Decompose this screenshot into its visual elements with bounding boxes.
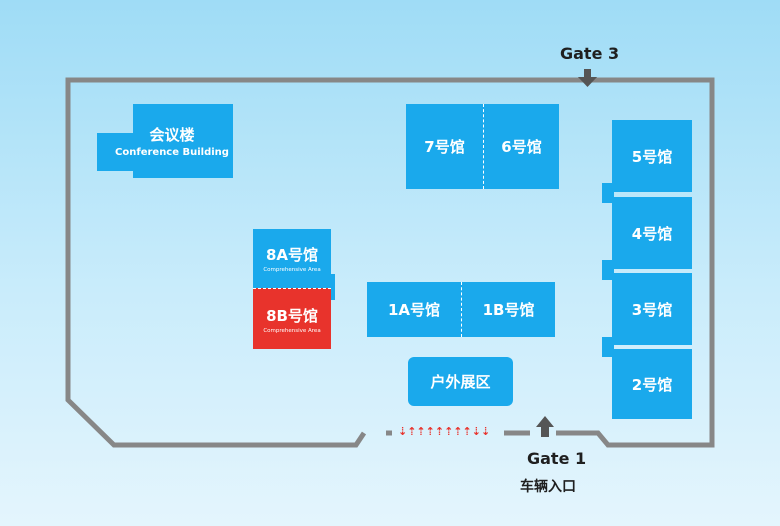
hall-1a-label: 1A号馆	[387, 301, 441, 319]
gate-1-sublabel: 车辆入口	[520, 479, 576, 495]
up-arrow-icon	[536, 416, 554, 437]
hall-4-label: 4号馆	[631, 224, 673, 243]
hall-7[interactable]: 7号馆	[406, 104, 483, 189]
hall-2-label: 2号馆	[631, 375, 673, 394]
hall-5-label: 5号馆	[631, 147, 673, 166]
hall-6-label: 6号馆	[501, 138, 542, 156]
hall-8b[interactable]: 8B号馆 Comprehensive Area	[253, 288, 331, 349]
hall-5-connector	[602, 183, 614, 203]
gate-3-label: Gate 3	[560, 44, 620, 63]
hall-3-connector	[602, 337, 614, 357]
hall-7-label: 7号馆	[424, 138, 465, 156]
hall-8a-sublabel: Comprehensive Area	[263, 267, 321, 273]
hall-1a[interactable]: 1A号馆	[367, 282, 461, 337]
hall-5[interactable]: 5号馆	[612, 120, 692, 192]
hall-1b[interactable]: 1B号馆	[461, 282, 555, 337]
conference-building-labels: 会议楼 Conference Building	[97, 124, 247, 158]
hall-2[interactable]: 2号馆	[612, 349, 692, 419]
outdoor-area-label: 户外展区	[430, 373, 491, 391]
conference-name-cn: 会议楼	[149, 126, 195, 144]
hall-8a[interactable]: 8A号馆 Comprehensive Area	[253, 229, 331, 288]
hall-8b-sublabel: Comprehensive Area	[263, 327, 321, 334]
hall-6[interactable]: 6号馆	[483, 104, 559, 189]
hall-8a-label: 8A号馆	[265, 246, 319, 264]
hall-3-label: 3号馆	[631, 300, 673, 319]
hall-1b-label: 1B号馆	[482, 301, 535, 319]
hall-8a-connector	[329, 274, 335, 300]
down-arrow-icon	[578, 69, 597, 87]
hall-8b-label: 8B号馆	[266, 306, 318, 325]
hall-4-connector	[602, 260, 614, 280]
hall-3[interactable]: 3号馆	[612, 273, 692, 345]
conference-name-en: Conference Building	[115, 147, 229, 158]
gate-1-label: Gate 1	[527, 449, 587, 468]
conference-building[interactable]	[97, 133, 233, 171]
outdoor-exhibition-area[interactable]: 户外展区	[408, 357, 513, 406]
hall-4[interactable]: 4号馆	[612, 197, 692, 269]
vehicle-entry-arrows: ⇣⇡⇡⇡⇡⇡⇡⇡⇣⇣	[398, 425, 491, 438]
